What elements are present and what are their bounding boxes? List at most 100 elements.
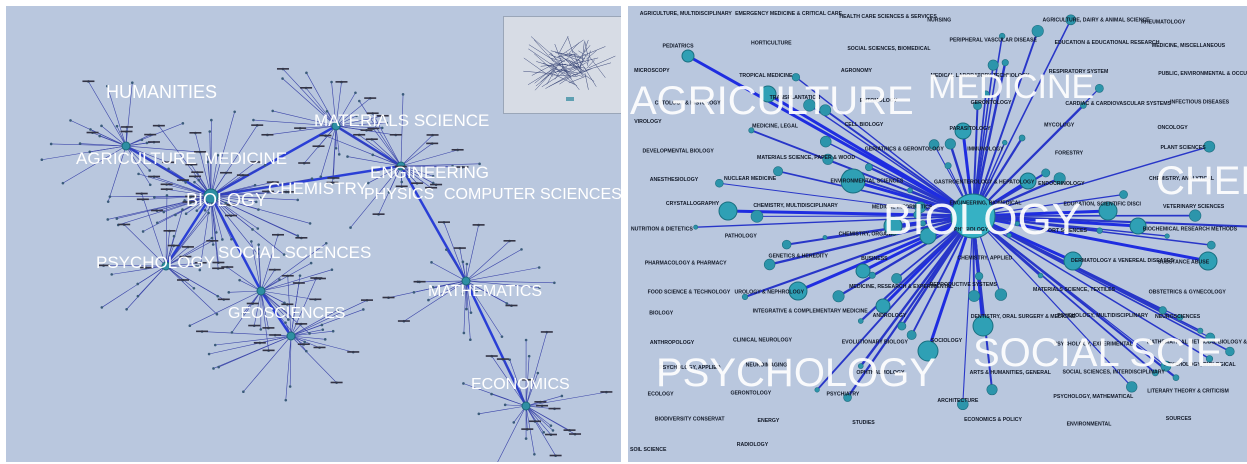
node[interactable] <box>431 285 435 289</box>
node[interactable] <box>999 32 1006 40</box>
node[interactable] <box>141 230 145 233</box>
node[interactable] <box>957 398 969 411</box>
node[interactable] <box>832 290 845 303</box>
node[interactable] <box>256 252 259 255</box>
node[interactable] <box>278 278 281 281</box>
node[interactable] <box>230 237 233 241</box>
node[interactable] <box>462 382 465 385</box>
node[interactable] <box>241 312 245 316</box>
node[interactable] <box>508 358 511 361</box>
node[interactable] <box>1080 102 1087 109</box>
node[interactable] <box>49 142 53 146</box>
node[interactable] <box>230 331 234 334</box>
node[interactable] <box>1203 140 1216 153</box>
node[interactable] <box>98 134 102 138</box>
node[interactable] <box>820 135 832 148</box>
node[interactable] <box>346 155 349 158</box>
node[interactable] <box>465 262 469 266</box>
node[interactable] <box>233 110 236 114</box>
node[interactable] <box>105 84 109 88</box>
node[interactable] <box>469 338 472 341</box>
node[interactable] <box>263 163 267 167</box>
node[interactable] <box>108 195 112 198</box>
node[interactable] <box>461 292 465 295</box>
node[interactable] <box>78 142 82 145</box>
node[interactable] <box>407 175 410 179</box>
node[interactable] <box>1014 221 1020 227</box>
node[interactable] <box>791 73 801 82</box>
node[interactable] <box>490 392 493 396</box>
node[interactable] <box>69 119 72 122</box>
node[interactable] <box>253 183 257 187</box>
node[interactable] <box>1176 314 1184 321</box>
node[interactable] <box>206 160 210 164</box>
field-node[interactable] <box>759 85 777 103</box>
node[interactable] <box>527 354 531 358</box>
node[interactable] <box>207 352 211 356</box>
hub-node[interactable] <box>203 188 219 204</box>
node[interactable] <box>1158 306 1167 315</box>
node[interactable] <box>469 311 473 314</box>
node[interactable] <box>210 118 213 122</box>
node[interactable] <box>221 238 224 241</box>
node[interactable] <box>373 169 377 173</box>
node[interactable] <box>445 248 448 251</box>
node[interactable] <box>203 208 207 212</box>
node[interactable] <box>284 398 288 402</box>
node[interactable] <box>258 196 262 200</box>
node[interactable] <box>172 234 176 238</box>
node[interactable] <box>1018 134 1026 142</box>
field-node[interactable] <box>840 168 866 194</box>
hub-node[interactable] <box>461 276 471 286</box>
node[interactable] <box>210 236 214 240</box>
node[interactable] <box>242 390 245 394</box>
node[interactable] <box>167 167 170 171</box>
node[interactable] <box>822 153 834 165</box>
hub-node[interactable] <box>286 331 296 341</box>
node[interactable] <box>196 265 200 268</box>
node[interactable] <box>106 200 110 203</box>
node[interactable] <box>500 335 504 338</box>
node[interactable] <box>1002 139 1008 146</box>
hub-node[interactable] <box>256 286 266 296</box>
node[interactable] <box>401 93 405 96</box>
node[interactable] <box>305 71 308 75</box>
node[interactable] <box>814 387 820 393</box>
node[interactable] <box>136 282 139 286</box>
node[interactable] <box>994 288 1008 301</box>
node[interactable] <box>181 208 184 211</box>
node[interactable] <box>431 174 435 178</box>
node[interactable] <box>748 127 755 134</box>
node[interactable] <box>216 294 220 298</box>
node[interactable] <box>197 178 201 182</box>
node[interactable] <box>227 291 231 294</box>
node[interactable] <box>505 302 509 305</box>
field-node[interactable] <box>875 298 891 314</box>
node[interactable] <box>533 452 536 456</box>
node[interactable] <box>355 114 358 118</box>
node[interactable] <box>857 363 864 369</box>
node[interactable] <box>1096 227 1103 234</box>
hub-node[interactable] <box>161 261 171 271</box>
node[interactable] <box>986 384 998 396</box>
node[interactable] <box>153 195 156 199</box>
node[interactable] <box>430 261 433 264</box>
node[interactable] <box>212 367 215 370</box>
node[interactable] <box>1001 59 1009 67</box>
node[interactable] <box>385 121 389 125</box>
node[interactable] <box>281 77 284 80</box>
node[interactable] <box>741 293 749 301</box>
node[interactable] <box>891 273 902 284</box>
node[interactable] <box>283 301 286 305</box>
node[interactable] <box>148 169 152 172</box>
node[interactable] <box>130 81 134 85</box>
node[interactable] <box>252 118 255 122</box>
node[interactable] <box>366 181 370 185</box>
node[interactable] <box>773 166 784 177</box>
node[interactable] <box>207 211 210 215</box>
hub-node[interactable] <box>521 401 531 411</box>
node[interactable] <box>1151 369 1159 377</box>
node[interactable] <box>362 308 365 311</box>
node[interactable] <box>715 179 724 188</box>
